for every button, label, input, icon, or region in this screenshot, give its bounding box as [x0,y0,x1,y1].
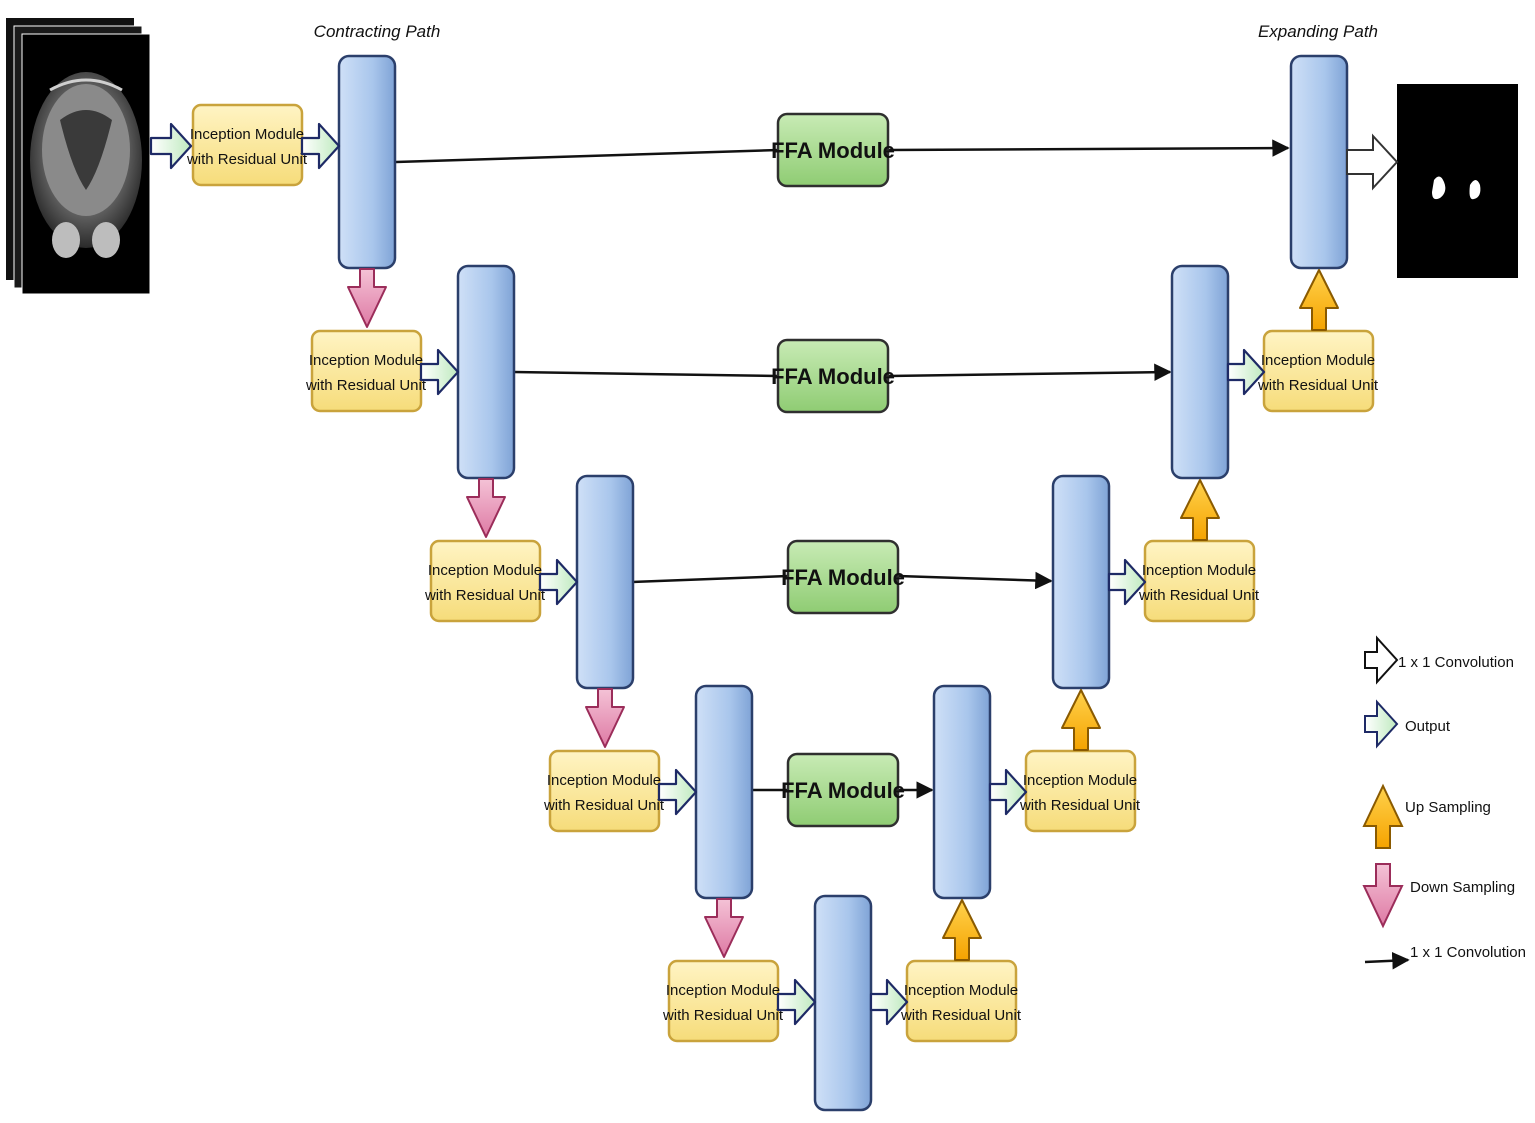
up-arrow [942,899,982,961]
feature-block [575,474,635,690]
ffa-module-label: FFA Module [771,138,895,163]
inception-module: Inception Module with Residual Unit [305,329,427,413]
expanding-path-title: Expanding Path [1258,22,1378,41]
inception-module-line1: Inception Module [1142,562,1256,579]
skip-line-3b [897,571,1053,590]
output-arrow [538,558,579,606]
ffa-module: FFA Module [781,539,905,615]
down-arrows [347,268,744,958]
inception-module-line2: with Residual Unit [543,797,665,814]
output-arrow [1107,558,1147,606]
contracting-path-title: Contracting Path [314,22,441,41]
ffa-module-label: FFA Module [781,565,905,590]
inception-module: Inception Module with Residual Unit [424,539,546,623]
inception-module-line2: with Residual Unit [900,1007,1022,1024]
legend-output-label: Output [1405,718,1451,735]
output-arrow [300,122,341,170]
skip-line-1a [395,148,779,164]
feature-block [932,684,992,900]
output-arrow [776,978,817,1026]
inception-module-line2: with Residual Unit [305,377,427,394]
inception-module: Inception Module with Residual Unit [186,103,308,187]
output-arrow [988,768,1028,816]
up-arrow [1299,269,1339,331]
legend-conv-hollow-icon [1364,635,1399,685]
inception-module: Inception Module with Residual Unit [662,959,784,1043]
inception-module-line1: Inception Module [428,562,542,579]
inception-module-line2: with Residual Unit [1019,797,1141,814]
skip-line-2b [887,363,1172,381]
inception-module-line1: Inception Module [309,352,423,369]
ffa-module-label: FFA Module [781,778,905,803]
legend: 1 x 1 Convolution Output Up Sampling Dow… [1362,635,1526,970]
up-arrow [1061,689,1101,751]
conv-hollow-arrow [1346,133,1399,191]
inception-module: Inception Module with Residual Unit [1019,749,1141,833]
feature-block [694,684,754,900]
down-arrow [704,898,744,958]
feature-block [1051,474,1111,690]
output-arrow [869,978,909,1026]
feature-block [813,894,873,1112]
legend-conv-hollow-label: 1 x 1 Convolution [1398,654,1514,671]
up-arrows [942,269,1339,961]
skip-line-3a [631,574,789,584]
ffa-module-label: FFA Module [771,364,895,389]
feature-block [1170,264,1230,480]
inception-module-line1: Inception Module [666,982,780,999]
down-arrow [466,478,506,538]
inception-module-line2: with Residual Unit [186,151,308,168]
legend-up-label: Up Sampling [1405,799,1491,816]
inception-module: Inception Module with Residual Unit [1138,539,1260,623]
inception-module-line2: with Residual Unit [1138,587,1260,604]
output-arrow [419,348,460,396]
feature-block [337,54,397,270]
ffa-module: FFA Module [781,752,905,828]
segmentation-mask-icon [1397,84,1518,278]
output-arrow [1226,348,1266,396]
inception-module-line1: Inception Module [1023,772,1137,789]
inception-module-line1: Inception Module [1261,352,1375,369]
feature-block [1289,54,1349,270]
inception-module: Inception Module with Residual Unit [900,959,1022,1043]
legend-output-icon [1364,699,1399,749]
legend-conv-line-label: 1 x 1 Convolution [1410,944,1526,961]
down-arrow [585,688,625,748]
ffa-module: FFA Module [771,112,895,188]
output-arrow [149,122,193,170]
feature-block [456,264,516,480]
skip-line-2a [513,370,779,378]
inception-module: Inception Module with Residual Unit [543,749,665,833]
legend-up-icon [1362,783,1404,849]
inception-module-line2: with Residual Unit [662,1007,784,1024]
inception-module-line1: Inception Module [904,982,1018,999]
output-arrow [657,768,698,816]
inception-module-line2: with Residual Unit [424,587,546,604]
inception-module-line1: Inception Module [190,126,304,143]
ffa-module: FFA Module [771,338,895,414]
legend-down-label: Down Sampling [1410,879,1515,896]
output-arrows [149,122,1266,1026]
skip-line-1b [887,139,1290,157]
inception-module-line2: with Residual Unit [1257,377,1379,394]
brain-mri-icon [6,18,151,295]
up-arrow [1180,479,1220,541]
legend-conv-line-icon [1364,951,1410,970]
legend-down-icon [1362,863,1404,929]
inception-module: Inception Module with Residual Unit [1257,329,1379,413]
down-arrow [347,268,387,328]
inception-module-line1: Inception Module [547,772,661,789]
